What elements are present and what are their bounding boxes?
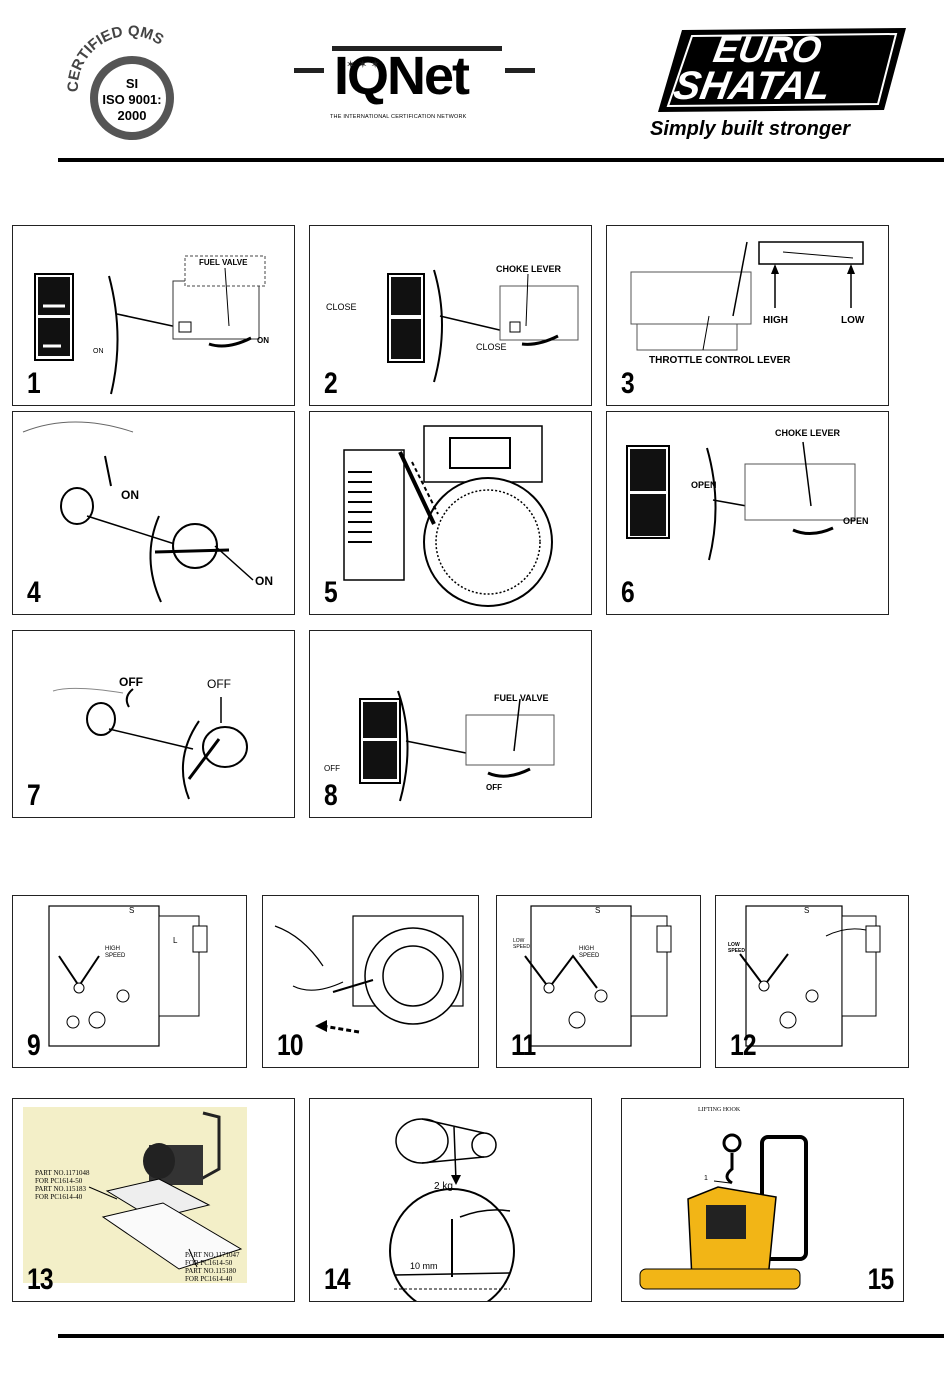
- figure-number: 7: [27, 779, 41, 812]
- part-number-label-b: PART NO.1171047 FOR PC1614-50 PART NO.11…: [185, 1251, 240, 1283]
- figure-5: 5: [309, 411, 592, 615]
- figure-12: LOW SPEED S 12: [715, 895, 909, 1068]
- figure-8: FUEL VALVE OFF OFF 8: [309, 630, 592, 818]
- throttle-control-lever-label: THROTTLE CONTROL LEVER: [649, 355, 791, 366]
- weight-label: 2 kg: [434, 1181, 453, 1192]
- low-label: LOW: [841, 315, 865, 326]
- close-label-a: CLOSE: [326, 302, 357, 312]
- figure-number: 3: [621, 367, 635, 400]
- on-label-a: ON: [121, 488, 139, 502]
- l-label: L: [173, 936, 178, 945]
- figure-number: 10: [277, 1029, 304, 1062]
- header-rule: [58, 158, 944, 162]
- figure-2: CHOKE LEVER CLOSE CLOSE 2: [309, 225, 592, 406]
- open-label-a: OPEN: [691, 480, 717, 490]
- low-speed-label: LOW SPEED: [513, 938, 530, 950]
- brand-line-2: SHATAL: [670, 64, 835, 108]
- figure-number: 9: [27, 1029, 41, 1062]
- figure-4: ON ON 4: [12, 411, 295, 615]
- distance-label: 10 mm: [410, 1261, 438, 1271]
- iso-line-2: ISO 9001:: [102, 92, 162, 107]
- low-speed-label: LOW SPEED: [728, 942, 745, 954]
- marker-label: 1: [704, 1175, 708, 1182]
- figure-14: 2 kg 10 mm 14: [309, 1098, 592, 1302]
- off-label-b: OFF: [207, 677, 231, 691]
- figure-10: 10: [262, 895, 479, 1068]
- iso-line-1: SI: [125, 76, 139, 91]
- iqnet-wordmark: IQNet: [334, 46, 470, 106]
- euro-shatal-logo: EURO SHATAL Simply built stronger: [648, 26, 910, 144]
- off-label-b: OFF: [486, 783, 502, 792]
- off-label-a: OFF: [324, 764, 340, 773]
- iso-line-3: 2000: [117, 108, 147, 123]
- on-label-a: ON: [93, 348, 104, 355]
- iqnet-tagline: THE INTERNATIONAL CERTIFICATION NETWORK: [330, 114, 467, 120]
- s-label: S: [595, 906, 601, 915]
- choke-lever-label: CHOKE LEVER: [496, 264, 562, 274]
- on-label-b: ON: [257, 336, 269, 345]
- part-number-label-a: PART NO.1171048 FOR PC1614-50 PART NO.11…: [35, 1169, 90, 1201]
- figure-1: FUEL VALVE ON ON 1: [12, 225, 295, 406]
- figure-13: PART NO.1171048 FOR PC1614-50 PART NO.11…: [12, 1098, 295, 1302]
- figure-number: 14: [324, 1263, 351, 1296]
- figure-number: 15: [867, 1263, 894, 1296]
- choke-lever-label: CHOKE LEVER: [775, 428, 841, 438]
- figure-7: OFF OFF 7: [12, 630, 295, 818]
- figure-15: LIFTING HOOK 1 15: [621, 1098, 904, 1302]
- s-label: S: [804, 906, 810, 915]
- figure-number: 8: [324, 779, 338, 812]
- close-label-b: CLOSE: [476, 342, 507, 352]
- figure-number: 11: [511, 1029, 536, 1062]
- fuel-valve-label: FUEL VALVE: [199, 258, 248, 267]
- brand-slogan: Simply built stronger: [650, 118, 851, 140]
- iqnet-logo: IQNet ✶ ✶ ✶ THE INTERNATIONAL CERTIFICAT…: [290, 30, 542, 125]
- high-label: HIGH: [763, 315, 788, 326]
- figure-6: CHOKE LEVER OPEN OPEN 6: [606, 411, 889, 615]
- open-label-b: OPEN: [843, 516, 869, 526]
- figure-11: LOW SPEED HIGH SPEED S 11: [496, 895, 701, 1068]
- figure-number: 6: [621, 576, 635, 609]
- fuel-valve-label: FUEL VALVE: [494, 693, 549, 703]
- s-label: S: [129, 906, 135, 915]
- figure-number: 4: [27, 576, 41, 609]
- iso-certification-badge: CERTIFIED QMS SI ISO 9001: 2000: [56, 14, 196, 144]
- high-speed-label: HIGH SPEED: [105, 946, 126, 959]
- off-label-a: OFF: [119, 675, 143, 689]
- high-speed-label: HIGH SPEED: [579, 946, 600, 959]
- footer-rule: [58, 1334, 944, 1338]
- lifting-hook-label: LIFTING HOOK: [698, 1107, 741, 1113]
- figure-9: HIGH SPEED S L 9: [12, 895, 247, 1068]
- iqnet-star-icon: ✶ ✶ ✶: [346, 59, 380, 71]
- figure-number: 12: [730, 1029, 757, 1062]
- figure-number: 1: [27, 367, 41, 400]
- figure-number: 5: [324, 576, 338, 609]
- figure-number: 13: [27, 1263, 54, 1296]
- figure-number: 2: [324, 367, 338, 400]
- figure-3: HIGH LOW THROTTLE CONTROL LEVER 3: [606, 225, 889, 406]
- on-label-b: ON: [255, 574, 273, 588]
